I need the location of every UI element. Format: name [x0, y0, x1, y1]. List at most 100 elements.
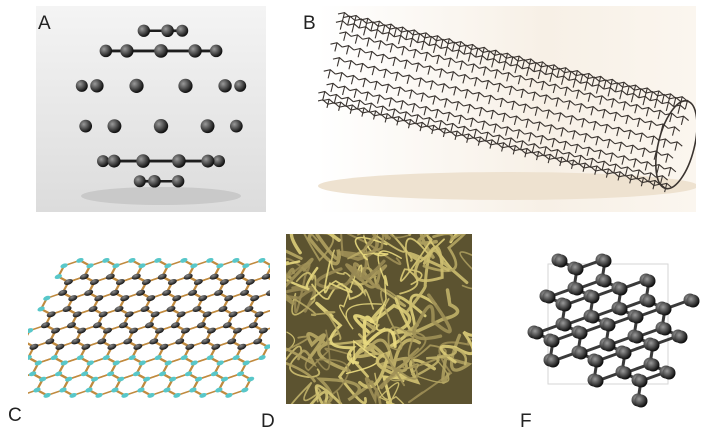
graphene-illustration [28, 257, 270, 398]
lattice-atom [602, 338, 616, 352]
nanotube-bond [444, 131, 457, 137]
graphene-atom [192, 305, 202, 313]
nanotube-bond [421, 41, 425, 51]
nanotube-bond [568, 71, 572, 81]
nanotube-bond [670, 141, 683, 147]
nanotube-bond [578, 103, 583, 113]
graphene-atom [55, 343, 65, 350]
graphene-edge-atom [246, 376, 255, 382]
nanofiber-strand [352, 262, 388, 289]
nanotube-bond [440, 39, 444, 49]
nanotube-bond [607, 139, 611, 149]
nanotube-bond [467, 52, 472, 62]
nanofiber-strand [294, 298, 342, 341]
nanotube-bond [590, 165, 603, 171]
nanofiber-strand [362, 234, 385, 255]
nanotube-bond [357, 48, 361, 58]
nanotube-bond [673, 97, 677, 107]
nanotube-bond [478, 107, 483, 117]
nanotube-bond [415, 121, 428, 128]
nanotube-bond [674, 141, 678, 151]
nanotube-bond [326, 99, 330, 109]
graphene-edge-atom [154, 257, 162, 263]
graphene-edge-atom [264, 344, 270, 350]
lattice-atom [602, 318, 616, 332]
graphene-edge-atom [34, 360, 42, 366]
lattice-atom [546, 354, 560, 368]
nanotube-bond [497, 83, 501, 93]
nanotube-bond [583, 166, 597, 172]
nanotube-bond [680, 116, 685, 126]
lattice-atom [658, 322, 672, 336]
graphene-edge-atom [91, 376, 99, 382]
graphene-edge-atom [85, 387, 93, 393]
nanotube-bond [366, 21, 379, 27]
nanotube-bond [466, 133, 470, 143]
nanotube-bond [574, 70, 578, 80]
nanofiber-strand [363, 234, 413, 262]
graphene-edge-atom [199, 392, 207, 398]
nanotube-bond [512, 129, 525, 135]
nanotube-bond [394, 72, 399, 82]
nanofiber-strand [399, 237, 445, 295]
graphene-atom [228, 311, 238, 318]
nanotube-bond [665, 102, 670, 112]
graphene-atom [196, 322, 206, 329]
nanotube-bond [446, 38, 450, 48]
graphene-atom [258, 327, 268, 334]
nanotube-bond [665, 153, 669, 163]
graphene-edge-atom [258, 257, 266, 263]
nanotube-bond [629, 158, 642, 164]
graphene-atom [120, 295, 130, 302]
graphene-atom [40, 322, 50, 329]
nanotube-bond [511, 101, 515, 111]
nanofiber-strand [303, 234, 335, 262]
nanotube-bond [409, 38, 413, 48]
graphene-atom [110, 289, 120, 296]
nanotube-bond [634, 104, 638, 114]
nanotube-bond [601, 168, 615, 174]
nanotube-bond [466, 117, 479, 123]
graphene-edge-atom [60, 263, 68, 269]
nanofiber-strand [384, 234, 412, 241]
nanotube-bond [613, 112, 618, 122]
nanotube-bond [644, 161, 648, 171]
nanotube-bond [567, 100, 571, 110]
nanotube-bond [546, 109, 550, 119]
nanotube-bond [496, 134, 501, 144]
nanotube-bond [566, 152, 570, 162]
nanotube-bond [465, 43, 479, 50]
nanotube-bond [514, 148, 527, 154]
nanotube-bond [577, 118, 590, 124]
nanotube-bond [338, 85, 351, 92]
nanotube-bond [588, 120, 602, 127]
graphene-atom [237, 343, 247, 350]
nanotube-bond [342, 45, 355, 51]
nanotube-bond [504, 53, 509, 63]
graphene-atom [45, 338, 55, 345]
nanotube-bond [396, 26, 409, 32]
nanotube-bond [436, 55, 440, 65]
nanotube-bond [471, 63, 475, 73]
nanotube-bond [548, 124, 553, 134]
nanofiber-strand [309, 384, 343, 404]
nanotube-bond [636, 169, 640, 179]
nanofiber-strand [422, 234, 467, 273]
nanotube-bond [418, 77, 422, 87]
nanotube-bond [353, 47, 366, 54]
graphene-atom [209, 273, 219, 280]
nanotube-bond [420, 92, 424, 102]
nanotube-bond [630, 145, 634, 155]
nanotube-bond [656, 90, 660, 100]
nanotube-bond [520, 140, 524, 150]
nanotube-bond [409, 89, 413, 99]
nanotube-bond [336, 57, 341, 67]
nanotube-bond [586, 105, 599, 112]
nanotube-bond [537, 121, 541, 131]
nanotube-bond [634, 88, 647, 94]
nanotube-bond [388, 56, 401, 63]
lattice-atom [614, 282, 628, 296]
graphene-atom [248, 322, 258, 329]
graphene-atom [105, 273, 115, 280]
graphene-atom [66, 322, 76, 329]
